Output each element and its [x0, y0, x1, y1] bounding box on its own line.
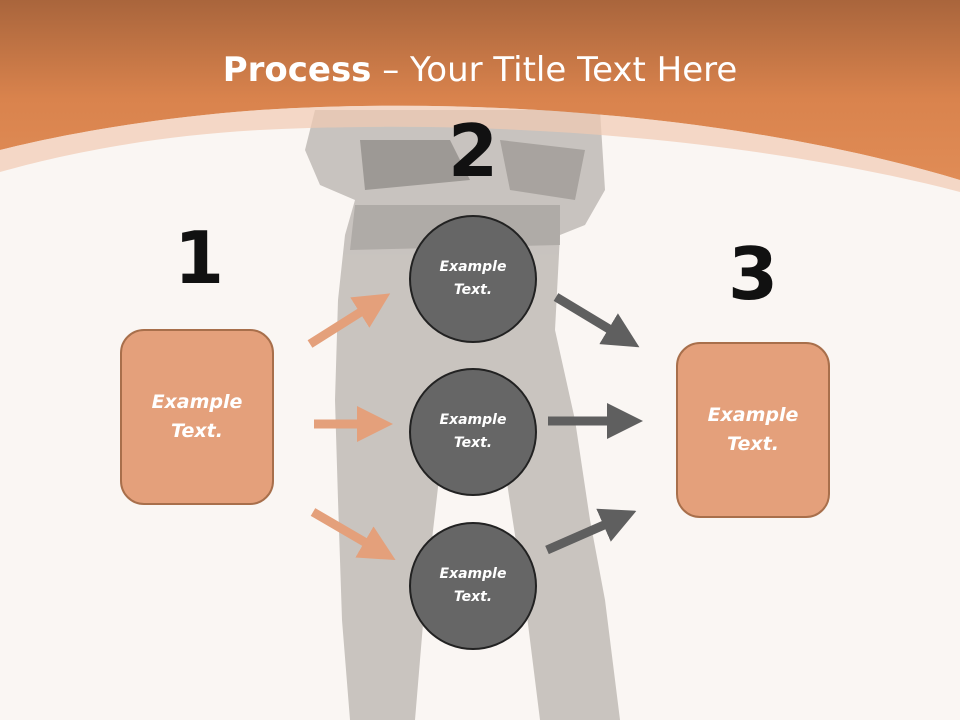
- process-circle-3-text: Example Text.: [439, 566, 507, 605]
- slide-title: Process – Your Title Text Here: [0, 50, 960, 90]
- step-number-2: 2: [447, 109, 499, 193]
- arrow-circle-3-to-right: [545, 508, 637, 555]
- process-box-left-text: Example Text.: [151, 391, 243, 442]
- title-bold-part: Process: [222, 50, 372, 90]
- step-number-1: 1: [173, 216, 225, 300]
- header-band: [0, 0, 960, 180]
- arrow-left-to-circle-3: [310, 508, 396, 561]
- arrow-circle-1-to-right: [553, 293, 640, 348]
- arrow-left-to-circle-1: [307, 293, 391, 348]
- process-circle-2: Example Text.: [409, 368, 537, 496]
- step-number-3: 3: [727, 232, 779, 316]
- title-rest-part: – Your Title Text Here: [371, 50, 738, 90]
- process-box-right-text: Example Text.: [707, 404, 799, 455]
- process-circle-3: Example Text.: [409, 522, 537, 650]
- header-wave-highlight: [0, 105, 960, 192]
- process-circle-1-text: Example Text.: [439, 259, 507, 298]
- process-box-left: Example Text.: [120, 329, 274, 505]
- process-circle-2-text: Example Text.: [439, 412, 507, 451]
- process-box-right: Example Text.: [676, 342, 830, 518]
- process-circle-1: Example Text.: [409, 215, 537, 343]
